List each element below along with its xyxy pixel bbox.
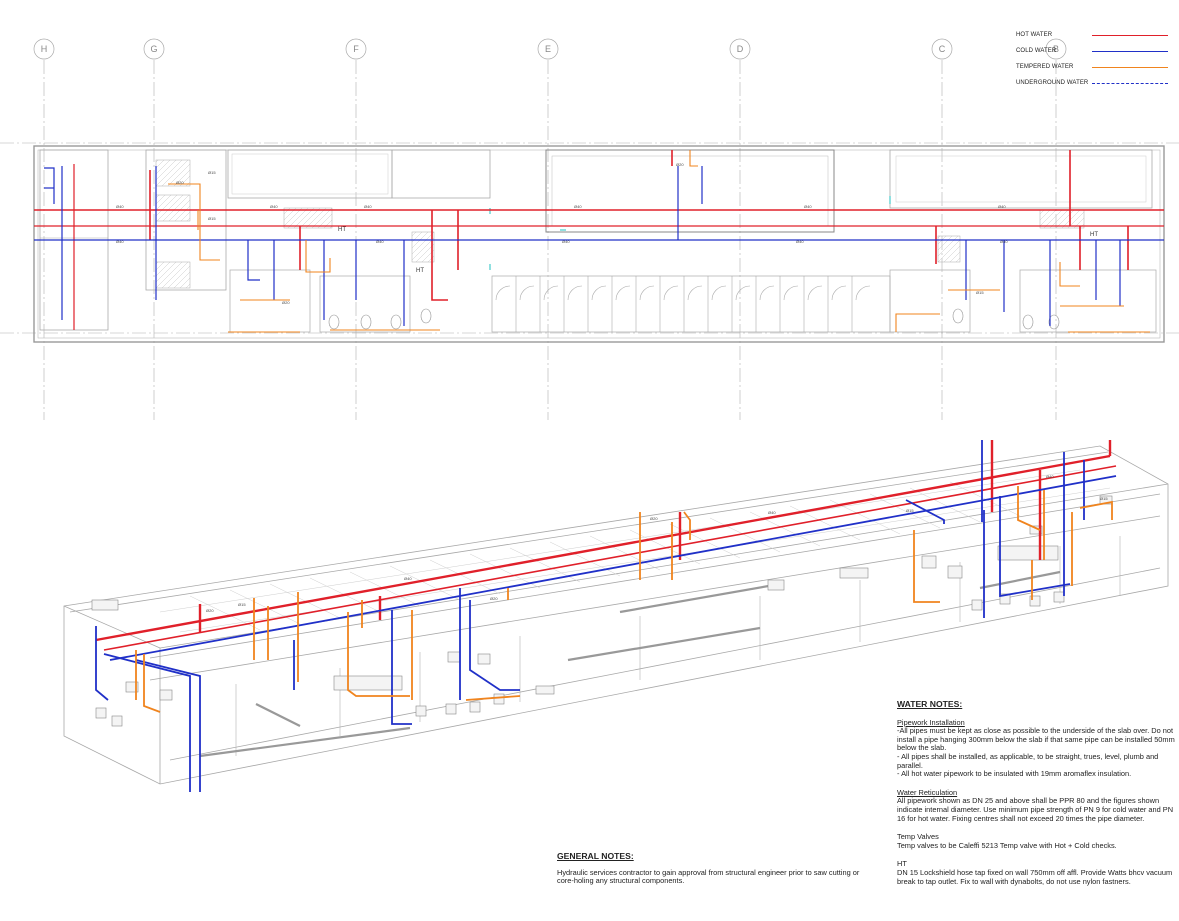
hose-tap-label: HT (338, 227, 346, 233)
svg-text:Ø40: Ø40 (364, 204, 372, 209)
ht-section: HT DN 15 Lockshield hose tap fixed on wa… (897, 860, 1175, 886)
grid-label-g: G (150, 44, 157, 54)
svg-text:Ø40: Ø40 (574, 204, 582, 209)
svg-text:Ø40: Ø40 (270, 204, 278, 209)
legend-swatch-tempered (1092, 67, 1168, 68)
svg-text:Ø15: Ø15 (208, 170, 216, 175)
legend-label: TEMPERED WATER (1016, 64, 1074, 70)
note-line: Hydraulic services contractor to gain ap… (557, 867, 860, 886)
note-line: - All pipes shall be installed, as appli… (897, 751, 1159, 770)
svg-text:Ø15: Ø15 (1100, 496, 1108, 501)
grid-label-f: F (353, 44, 359, 54)
section-heading: Water Reticulation (897, 787, 958, 797)
cold-water-main-plan (34, 166, 1164, 326)
general-notes: GENERAL NOTES: Hydraulic services contra… (557, 852, 877, 886)
iso-building-envelope (63, 445, 1169, 785)
section-heading: Temp Valves (897, 832, 939, 842)
grid-label-d: D (737, 44, 744, 54)
note-line: -All pipes must be kept as close as poss… (897, 726, 1175, 753)
legend-swatch-hot (1092, 35, 1168, 36)
svg-text:Ø20: Ø20 (650, 516, 658, 521)
hose-tap-label: HT (416, 268, 424, 274)
svg-text:Ø40: Ø40 (1046, 474, 1054, 479)
pipework-installation-section: Pipework Installation -All pipes must be… (897, 717, 1175, 779)
svg-text:Ø40: Ø40 (768, 510, 776, 515)
svg-text:Ø40: Ø40 (562, 239, 570, 244)
grid-label-h: H (41, 44, 48, 54)
svg-text:Ø20: Ø20 (676, 162, 684, 167)
hose-tap-label: HT (1090, 232, 1098, 238)
svg-text:Ø15: Ø15 (238, 602, 246, 607)
legend: HOT WATER COLD WATER TEMPERED WATER UNDE… (1016, 30, 1176, 94)
grid-label-c: C (939, 44, 946, 54)
tempered-water-plan (168, 150, 1150, 333)
note-line: DN 15 Lockshield hose tap fixed on wall … (897, 867, 1173, 886)
grid-line-h: H (33, 38, 55, 420)
legend-tempered-water: TEMPERED WATER (1016, 62, 1176, 78)
legend-cold-water: COLD WATER (1016, 46, 1176, 62)
svg-text:Ø15: Ø15 (208, 216, 216, 221)
hot-water-main-iso (95, 440, 1117, 651)
note-line: - All hot water pipework to be insulated… (897, 769, 1132, 779)
svg-text:Ø15: Ø15 (906, 508, 914, 513)
svg-text:Ø20: Ø20 (176, 180, 184, 185)
svg-text:Ø40: Ø40 (796, 239, 804, 244)
note-line: All pipework shown as DN 25 and above sh… (897, 796, 1174, 823)
legend-underground-water: UNDERGROUND WATER (1016, 78, 1176, 94)
water-notes-title: WATER NOTES: (897, 699, 963, 709)
water-reticulation-section: Water Reticulation All pipework shown as… (897, 787, 1175, 823)
svg-text:Ø20: Ø20 (206, 608, 214, 613)
svg-text:Ø40: Ø40 (116, 239, 124, 244)
temp-valves-section: Temp Valves Temp valves to be Caleffi 52… (897, 833, 1175, 850)
grid-line-f: F (345, 38, 367, 420)
svg-text:Ø40: Ø40 (1000, 239, 1008, 244)
legend-swatch-underground (1092, 83, 1168, 84)
grid-line-g: G (143, 38, 165, 420)
grid-label-e: E (545, 44, 551, 54)
plan-room-1 (227, 149, 393, 199)
general-notes-title: GENERAL NOTES: (557, 851, 634, 861)
legend-label: COLD WATER (1016, 48, 1057, 54)
grid-line-c: C (931, 38, 953, 420)
note-line: Temp valves to be Caleffi 5213 Temp valv… (897, 840, 1117, 850)
svg-text:Ø20: Ø20 (282, 300, 290, 305)
tempered-water-iso (135, 486, 1113, 713)
iso-ceiling-grid (159, 469, 1111, 633)
legend-swatch-cold (1092, 51, 1168, 52)
grid-label-b: B (1053, 44, 1059, 54)
grid-line-b: B (1045, 38, 1067, 420)
plan-room-3 (889, 149, 1153, 209)
svg-text:Ø20: Ø20 (490, 596, 498, 601)
section-heading: HT (897, 859, 907, 869)
svg-text:Ø15: Ø15 (976, 290, 984, 295)
legend-label: HOT WATER (1016, 32, 1053, 38)
plan-outer-wall (33, 145, 1165, 343)
cold-water-main-iso (95, 440, 1117, 792)
hot-water-main-plan (34, 150, 1164, 330)
grid-line-e: E (537, 38, 559, 420)
svg-text:Ø40: Ø40 (998, 204, 1006, 209)
svg-text:Ø40: Ø40 (804, 204, 812, 209)
legend-label: UNDERGROUND WATER (1016, 80, 1089, 86)
section-heading: Pipework Installation (897, 717, 965, 727)
water-notes: WATER NOTES: Pipework Installation -All … (897, 700, 1175, 896)
plan-cubicles (491, 275, 891, 333)
legend-hot-water: HOT WATER (1016, 30, 1176, 46)
grid-line-d: D (729, 38, 751, 420)
svg-text:Ø40: Ø40 (116, 204, 124, 209)
svg-text:Ø40: Ø40 (404, 576, 412, 581)
plan-amenities-block (145, 149, 227, 291)
grid-lines: H G F E D C B (0, 38, 1179, 420)
svg-text:Ø40: Ø40 (376, 239, 384, 244)
